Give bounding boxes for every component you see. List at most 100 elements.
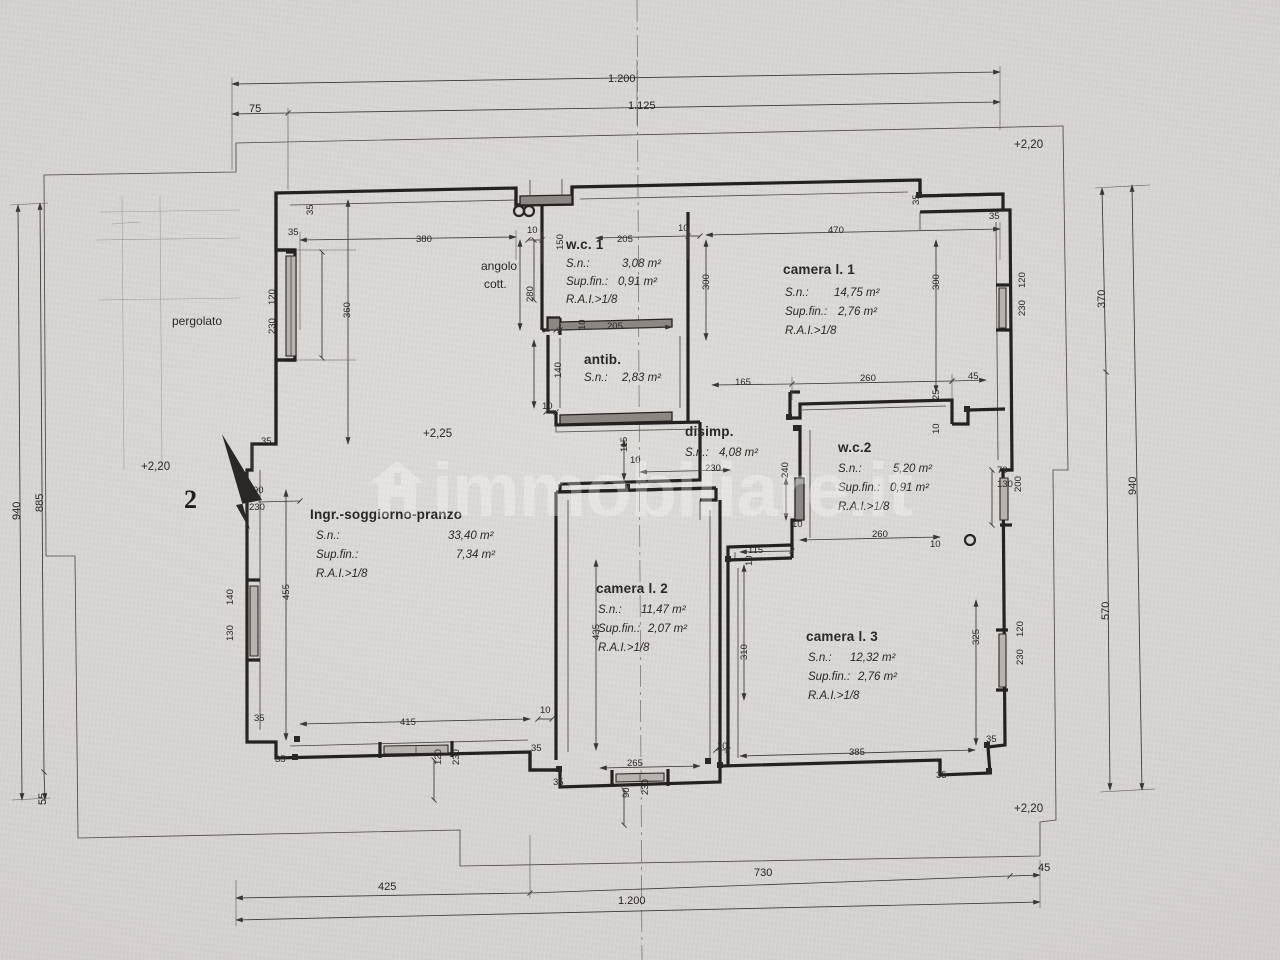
dim-35-brr2: 35 xyxy=(936,770,947,781)
camera2-sn-label: S.n.: xyxy=(598,604,622,616)
dim-left-inner: 885 xyxy=(34,493,46,512)
dim-230-br: 230 xyxy=(1015,649,1026,665)
dim-310: 310 xyxy=(739,644,750,660)
dim-10-h: 10 xyxy=(930,539,941,550)
dim-205-a: 205 xyxy=(617,234,633,245)
room-name-camera2: camera l. 2 xyxy=(596,581,669,596)
dim-260-b: 260 xyxy=(872,529,888,540)
dim-bottom-far-right: 45 xyxy=(1038,862,1051,874)
dim-10-j: 10 xyxy=(540,705,551,716)
room-name-camera3: camera l. 3 xyxy=(806,629,879,644)
dim-10-g: 10 xyxy=(792,519,803,530)
antib-sn-label: S.n.: xyxy=(584,372,608,384)
disimp-sn-value: 4,08 m² xyxy=(719,447,758,459)
dim-300-top: 300 xyxy=(701,274,712,290)
dim-240: 240 xyxy=(780,462,791,478)
dim-115-b: 115 xyxy=(748,545,764,556)
camera3-supfin-value: 2,76 m² xyxy=(858,671,897,683)
dim-bottom-right: 730 xyxy=(754,867,773,879)
dim-205-b: 205 xyxy=(607,321,623,332)
dim-415: 415 xyxy=(400,717,416,728)
label-angolo: angolo xyxy=(481,259,518,273)
wc2-supfin-label: Sup.fin.: xyxy=(838,482,881,494)
antib-sn-value: 2,83 m² xyxy=(622,372,661,384)
label-pergolato: pergolato xyxy=(172,314,223,328)
elevation-top-right: +2,20 xyxy=(1014,139,1044,151)
dim-435: 435 xyxy=(591,624,602,640)
wc2-sn-value: 5,20 m² xyxy=(893,463,932,475)
wc1-sn-value: 3,08 m² xyxy=(622,258,661,270)
camera2-supfin-value: 2,07 m² xyxy=(648,623,687,635)
camera3-rai: R.A.I.>1/8 xyxy=(808,690,860,702)
dim-325: 325 xyxy=(971,629,982,645)
wc2-supfin-value: 0,91 m² xyxy=(890,482,929,494)
dim-360-left: 360 xyxy=(342,302,353,318)
dim-10-a: 10 xyxy=(527,225,538,236)
dim-165: 165 xyxy=(735,377,751,388)
camera3-sn-value: 12,32 m² xyxy=(850,652,896,664)
camera2-supfin-label: Sup.fin.: xyxy=(598,623,641,635)
camera2-rai: R.A.I.>1/8 xyxy=(598,642,650,654)
dim-300-right: 300 xyxy=(931,274,942,290)
dim-385: 385 xyxy=(849,747,865,758)
dim-280: 280 xyxy=(525,286,536,302)
room-name-wc2: w.c.2 xyxy=(838,440,872,455)
dim-top-outer: 1.200 xyxy=(608,73,636,85)
camera1-sn-label: S.n.: xyxy=(785,287,809,299)
dim-230-left: 230 xyxy=(267,318,278,334)
dim-140-l: 140 xyxy=(225,589,236,605)
dim-top-inner: 1.125 xyxy=(628,100,656,112)
dim-35-b: 35 xyxy=(531,743,542,754)
dim-10-e: 10 xyxy=(931,423,942,434)
dim-45-a: 45 xyxy=(968,371,979,382)
dim-265: 265 xyxy=(627,758,643,769)
dim-200: 200 xyxy=(1013,476,1024,492)
wc1-rai: R.A.I.>1/8 xyxy=(566,294,618,306)
dim-130-r: 130 xyxy=(997,479,1013,490)
dim-top-left-75: 75 xyxy=(249,103,262,115)
dim-90-b: 90 xyxy=(621,787,632,798)
dim-380-top: 380 xyxy=(416,234,432,245)
dim-35-bl: 35 xyxy=(254,713,265,724)
dim-10-d: 10 xyxy=(542,401,553,412)
level-marker-2: 2 xyxy=(184,485,197,514)
dim-bottom-left: 425 xyxy=(378,881,397,893)
dim-230-tr: 230 xyxy=(1017,300,1028,316)
dim-230-bb: 230 xyxy=(640,779,651,795)
dim-120-br: 120 xyxy=(1015,621,1026,637)
dim-130-l: 130 xyxy=(225,625,236,641)
dim-10-c: 10 xyxy=(577,319,588,330)
dim-left-outer: 940 xyxy=(11,501,23,520)
wc1-supfin-value: 0,91 m² xyxy=(618,276,657,288)
dim-90: 90 xyxy=(253,485,264,496)
room-name-soggiorno: Ingr.-soggiorno-pranzo xyxy=(310,507,463,522)
dim-right-top: 370 xyxy=(1096,289,1108,308)
dim-115-a: 115 xyxy=(619,436,630,452)
room-name-antib: antib. xyxy=(584,352,622,367)
dim-left-small: 55 xyxy=(37,792,49,805)
dim-260-a: 260 xyxy=(860,373,876,384)
camera1-sn-value: 14,75 m² xyxy=(834,287,880,299)
dim-35-brr: 35 xyxy=(986,734,997,745)
dim-35-bl2: 35 xyxy=(275,754,286,765)
dim-right-bottom: 570 xyxy=(1100,601,1112,620)
camera3-sn-label: S.n.: xyxy=(808,652,832,664)
room-name-camera1: camera l. 1 xyxy=(783,262,856,277)
room-name-wc1: w.c. 1 xyxy=(566,237,604,252)
soggiorno-supfin-value: 7,34 m² xyxy=(456,549,495,561)
camera2-sn-value: 11,47 m² xyxy=(641,604,686,616)
dim-230-b: 230 xyxy=(451,749,462,765)
dim-35-tl2: 35 xyxy=(288,227,299,238)
elevation-interior: +2,25 xyxy=(423,428,453,440)
dim-70: 70 xyxy=(997,465,1008,476)
label-angolo-cott: cott. xyxy=(484,277,507,291)
wc2-rai: R.A.I.>1/8 xyxy=(838,501,890,513)
dim-230-door: 230 xyxy=(249,502,265,513)
dim-470: 470 xyxy=(828,225,844,236)
disimp-sn-label: S.n.: xyxy=(685,447,709,459)
dim-230-mid: 230 xyxy=(705,463,721,474)
dim-35-l: 35 xyxy=(261,436,272,447)
